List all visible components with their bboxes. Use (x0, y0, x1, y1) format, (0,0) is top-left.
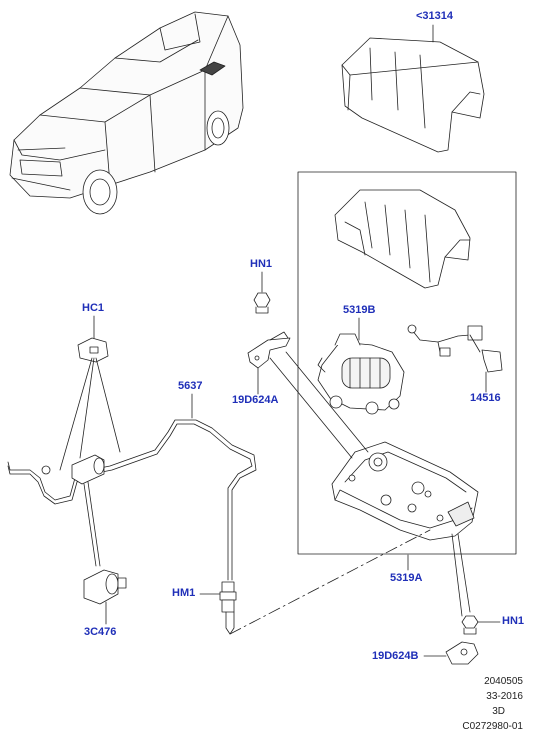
callout-hn1-top[interactable]: HN1 (250, 258, 273, 270)
callout-31314[interactable]: <31314 (416, 10, 454, 22)
compressor-cover-inner[interactable] (334, 189, 471, 289)
hose-clip[interactable] (77, 337, 109, 363)
leader-hc1-2 (79, 357, 95, 459)
callout-5319a[interactable]: 5319A (390, 572, 423, 584)
leader-hc1-3 (95, 357, 121, 453)
leader-bracket-to-mount-1 (269, 357, 353, 459)
bracket-19d624a[interactable] (247, 331, 291, 369)
footer-ref-line-3: 3D (492, 706, 505, 717)
mounting-bracket[interactable] (331, 441, 479, 541)
leader-mount-to-hn1-2 (457, 533, 471, 613)
compressor-assembly[interactable] (317, 333, 405, 415)
hex-nut-right[interactable] (461, 615, 479, 635)
leader-3c476-1 (87, 481, 101, 567)
bracket-19d624b[interactable] (445, 641, 479, 665)
callout-hc1[interactable]: HC1 (82, 302, 105, 314)
callout-5637[interactable]: 5637 (178, 380, 203, 392)
leader-mount-to-hn1-1 (451, 533, 463, 617)
compressor-cover-top[interactable] (341, 37, 485, 153)
footer-ref-line-2: 33-2016 (486, 691, 523, 702)
footer-ref-line-4: C0272980-01 (462, 721, 523, 732)
filter-3c476[interactable] (83, 569, 127, 605)
callout-3c476[interactable]: 3C476 (84, 626, 117, 638)
pipe-connector[interactable] (219, 581, 237, 635)
callout-19d624b[interactable]: 19D624B (372, 650, 419, 662)
leader-3c476-2 (83, 483, 97, 567)
callout-5319b[interactable]: 5319B (343, 304, 376, 316)
wiring-harness[interactable] (407, 324, 503, 373)
callout-hm1[interactable]: HM1 (172, 587, 196, 599)
pipe-route-dashed (229, 529, 431, 635)
leader-bracket-to-mount-2 (285, 351, 369, 453)
callout-19d624a[interactable]: 19D624A (232, 394, 279, 406)
callout-14516[interactable]: 14516 (470, 392, 501, 404)
footer-ref-line-1: 2040505 (484, 676, 523, 687)
vehicle-illustration (9, 11, 244, 215)
inline-filter[interactable] (71, 454, 105, 485)
air-pipe[interactable] (7, 419, 257, 581)
hex-nut-top[interactable] (253, 292, 271, 314)
leader-hc1-1 (59, 357, 93, 471)
component-group-box (297, 171, 517, 555)
callout-hn1-right[interactable]: HN1 (502, 615, 525, 627)
